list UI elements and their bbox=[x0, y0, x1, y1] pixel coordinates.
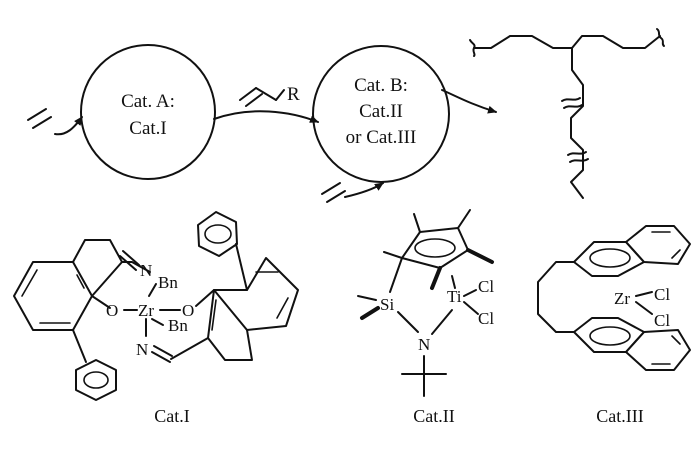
cat-a-label-2: Cat.I bbox=[129, 118, 166, 139]
cat1-caption: Cat.I bbox=[154, 406, 190, 426]
cat-a-label-1: Cat. A: bbox=[121, 91, 175, 112]
alpha-olefin bbox=[239, 87, 285, 107]
cat2-cl-top: Cl bbox=[478, 277, 494, 296]
branched-polyethylene bbox=[469, 28, 665, 199]
cat-b-label-3: or Cat.III bbox=[346, 127, 417, 148]
cat3-cl-bottom: Cl bbox=[654, 311, 670, 330]
cat3-structure: Zr Cl Cl bbox=[537, 225, 691, 371]
cat-a-cycle bbox=[80, 44, 216, 180]
olefin-substituent-r: R bbox=[287, 84, 300, 105]
product-arrow bbox=[441, 89, 497, 114]
cat2-si: Si bbox=[380, 295, 394, 314]
cat1-metal: Zr bbox=[138, 301, 154, 320]
cat1-o-left: O bbox=[106, 301, 118, 320]
cat2-n: N bbox=[418, 335, 430, 354]
cat-b-cycle bbox=[312, 45, 450, 183]
cat1-benzyl-top: Bn bbox=[158, 273, 178, 292]
cat1-o-right: O bbox=[182, 301, 194, 320]
cat3-metal: Zr bbox=[614, 289, 630, 308]
cat2-caption: Cat.II bbox=[413, 406, 454, 426]
cat-b-label-1: Cat. B: bbox=[354, 75, 408, 96]
cat-b-label-2: Cat.II bbox=[359, 101, 403, 122]
cat2-structure: Si N Ti Cl Cl bbox=[357, 209, 494, 397]
cat1-n-bottom: N bbox=[136, 340, 148, 359]
cat1-n-top: N bbox=[140, 261, 152, 280]
cat1-benzyl-bottom: Bn bbox=[168, 316, 188, 335]
cat1-structure: N O Zr Bn Bn O N bbox=[13, 211, 299, 401]
cat2-metal: Ti bbox=[447, 287, 462, 306]
cat3-caption: Cat.III bbox=[596, 406, 643, 426]
transfer-arrow bbox=[213, 110, 319, 123]
ethylene-feed-left bbox=[27, 108, 52, 129]
cat2-cl-bottom: Cl bbox=[478, 309, 494, 328]
feed-arrow-bottom bbox=[344, 182, 384, 198]
cat3-cl-top: Cl bbox=[654, 285, 670, 304]
ethylene-feed-bottom bbox=[321, 182, 346, 203]
feed-arrow-left bbox=[54, 116, 83, 136]
